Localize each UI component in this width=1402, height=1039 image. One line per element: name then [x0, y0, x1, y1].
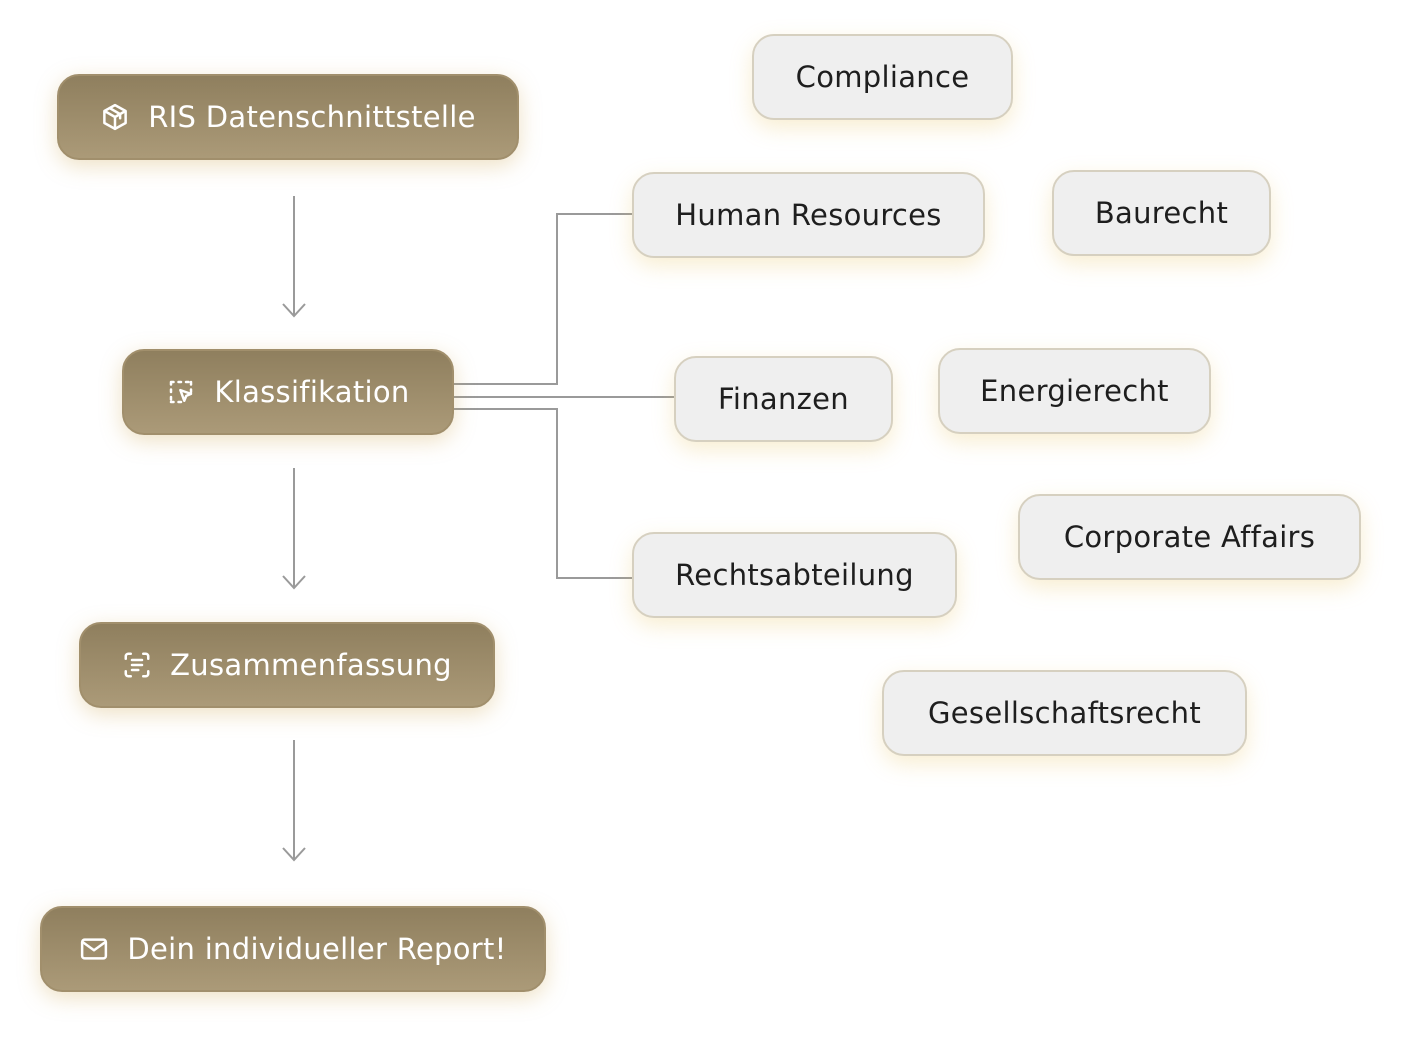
mail-icon [79, 934, 109, 964]
tag-corporate-affairs: Corporate Affairs [1018, 494, 1361, 580]
text-scan-icon [122, 650, 152, 680]
tag-gesellschaftsrecht: Gesellschaftsrecht [882, 670, 1247, 756]
tag-label: Human Resources [675, 198, 942, 232]
tag-label: Corporate Affairs [1063, 520, 1316, 554]
arrow-ris-to-klassifikation [282, 196, 306, 318]
package-icon [100, 102, 130, 132]
tag-label: Rechtsabteilung [675, 558, 914, 592]
step-label: Klassifikation [214, 375, 410, 409]
step-report: Dein individueller Report! [40, 906, 546, 992]
step-zusammenfassung: Zusammenfassung [79, 622, 495, 708]
step-label: Zusammenfassung [170, 648, 452, 682]
tag-label: Baurecht [1094, 196, 1229, 230]
pointer-select-icon [166, 377, 196, 407]
tag-human-resources: Human Resources [632, 172, 985, 258]
tag-finanzen: Finanzen [674, 356, 893, 442]
tag-label: Finanzen [717, 382, 849, 416]
tag-rechtsabteilung: Rechtsabteilung [632, 532, 957, 618]
arrow-klassifikation-to-zusammenfassung [282, 468, 306, 590]
tag-label: Compliance [795, 60, 970, 94]
tag-compliance: Compliance [752, 34, 1013, 120]
connector-human-resources [454, 213, 634, 385]
tag-baurecht: Baurecht [1052, 170, 1271, 256]
step-klassifikation: Klassifikation [122, 349, 454, 435]
connector-rechtsabteilung [454, 408, 634, 579]
tag-label: Gesellschaftsrecht [928, 696, 1201, 730]
step-ris-datenschnittstelle: RIS Datenschnittstelle [57, 74, 519, 160]
arrow-zusammenfassung-to-report [282, 740, 306, 862]
tag-energierecht: Energierecht [938, 348, 1211, 434]
step-label: Dein individueller Report! [127, 932, 507, 966]
tag-label: Energierecht [980, 374, 1169, 408]
step-label: RIS Datenschnittstelle [148, 100, 476, 134]
